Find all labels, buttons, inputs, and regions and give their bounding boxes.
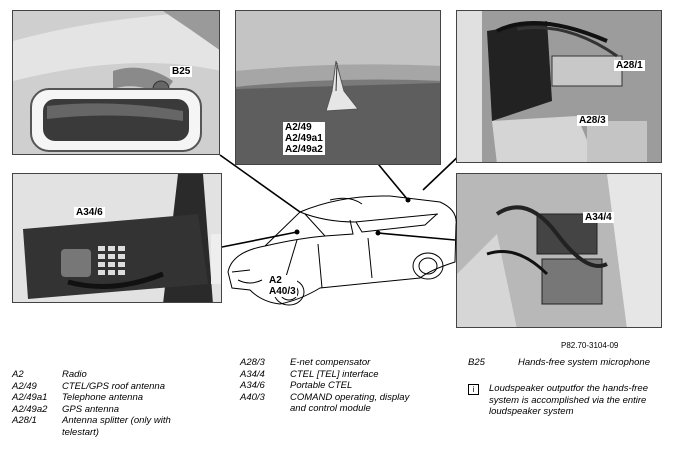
callout-a34-6: A34/6	[74, 207, 105, 218]
callout-a34-4: A34/4	[583, 212, 614, 223]
callout-b25: B25	[170, 66, 193, 77]
mirror-microphone-photo	[12, 10, 220, 155]
callout-a28-1: A28/1	[614, 60, 645, 71]
ctel-interface-photo	[456, 173, 662, 328]
roof-antenna-photo	[235, 10, 441, 165]
portable-ctel-photo	[12, 173, 222, 303]
callout-a2-a40: A2 A40/3	[268, 275, 297, 297]
reference-number: P82.70-3104-09	[561, 341, 619, 350]
antenna-splitter-photo	[456, 10, 662, 163]
info-note: i Loudspeaker outputfor the hands-free s…	[468, 383, 663, 418]
callout-a2-49: A2/49 A2/49a1 A2/49a2	[283, 122, 325, 155]
info-icon: i	[468, 384, 479, 395]
note-text: Loudspeaker outputfor the hands-free sys…	[489, 383, 648, 417]
callout-a28-3: A28/3	[577, 115, 608, 126]
